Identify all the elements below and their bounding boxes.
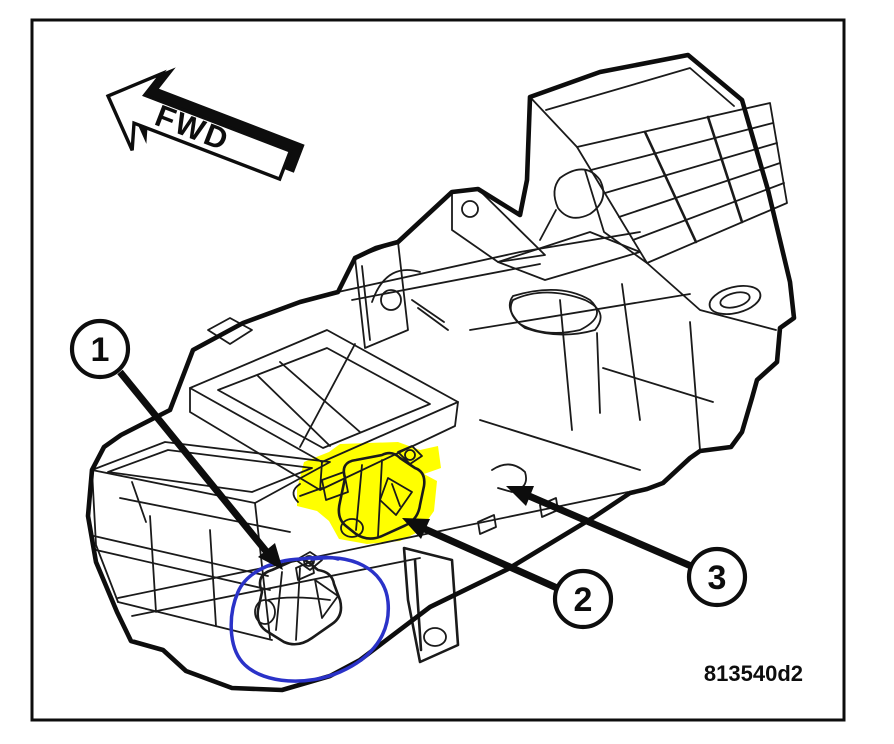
callout-1-circle (69, 318, 131, 380)
callout-3: 3 (506, 486, 748, 608)
actuator-motor-2 (292, 445, 426, 540)
blower-port (708, 285, 762, 315)
actuator-motor-1 (254, 551, 343, 646)
callout-1-number: 1 (91, 331, 110, 369)
fwd-arrow-body (105, 69, 293, 182)
figure-code: 813540d2 (704, 661, 803, 686)
callout-1: 1 (69, 318, 283, 570)
mounting-foot (402, 546, 460, 664)
bottom-rail (117, 463, 629, 664)
callout-1-arrowhead (258, 543, 283, 570)
callout-3-leader (527, 492, 693, 570)
lower-tray (91, 441, 331, 641)
body-panels (337, 231, 777, 471)
callout-3-circle (686, 546, 748, 608)
callout-2: 2 (402, 518, 614, 630)
hvac-housing-drawing (85, 52, 797, 693)
callout-2-arrowhead (402, 518, 430, 539)
callout-2-number: 2 (574, 581, 593, 619)
blue-annotation-loop (229, 555, 390, 683)
callout-3-arrowhead (506, 486, 534, 506)
mode-door-frame (189, 317, 459, 491)
callout-2-leader (416, 522, 559, 592)
callout-3-number: 3 (708, 559, 727, 597)
lever-plate (354, 168, 605, 349)
callout-1-leader (117, 369, 273, 559)
air-inlet-grille (529, 67, 788, 264)
callout-2-circle (552, 568, 614, 630)
